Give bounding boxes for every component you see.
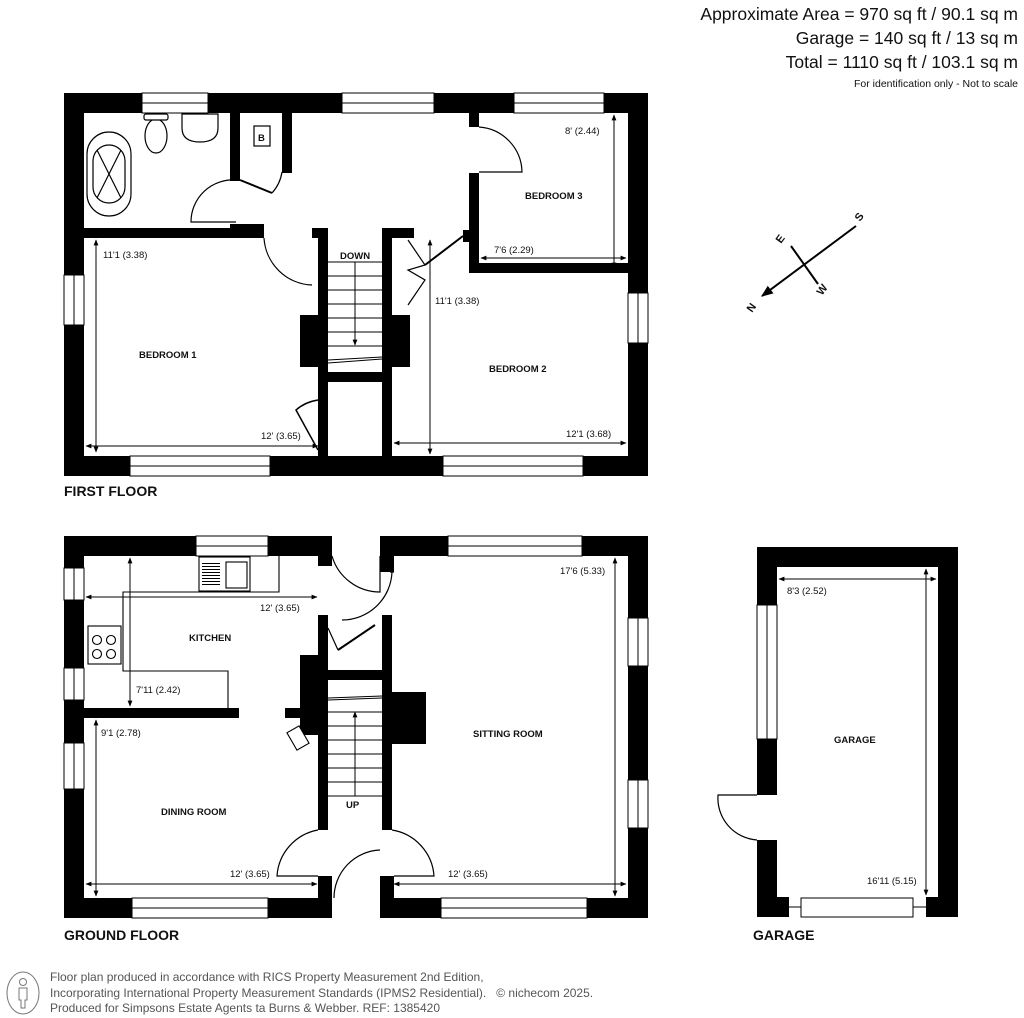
garage-plan: GARAGE 8'3 (2.52) 16'11 (5.15) GARAGE [717,547,958,943]
first-floor-windows [63,92,649,477]
first-floor-title: FIRST FLOOR [64,483,157,499]
ground-floor-plan: UP KITCHEN 12' (3.65) 7'11 (2.42) DINING… [63,535,649,943]
first-floor-doors [190,126,523,451]
footer-disclaimer: Floor plan produced in accordance with R… [50,970,593,1017]
boiler-label: B [258,133,265,144]
dining-dim-v: 9'1 (2.78) [101,728,141,739]
footer-line-1: Floor plan produced in accordance with R… [50,970,484,984]
garage-door-icon [800,897,914,918]
bedroom1-label: BEDROOM 1 [139,350,197,361]
sitting-dim-h: 12' (3.65) [448,869,488,880]
garage-side-door [717,794,758,841]
bathroom-fixtures [86,113,271,217]
drainer-lines [202,563,220,585]
compass-south: S [853,211,867,224]
bedroom2-dim-h: 12'1 (3.68) [566,429,611,440]
garage-title: GARAGE [753,927,814,943]
area-summary: Approximate Area = 970 sq ft / 90.1 sq m… [700,2,1018,92]
approximate-area: Approximate Area = 970 sq ft / 90.1 sq m [700,4,1018,24]
cooker-icon [87,625,122,665]
stairs-up [327,695,383,797]
stairs-down-label: DOWN [340,251,370,262]
garage-dim-v: 16'11 (5.15) [867,876,917,887]
stairs-down [327,261,383,364]
ground-floor-doors [276,555,435,899]
bedroom1-dim-v: 11'1 (3.38) [103,250,147,261]
toilet-icon [144,118,168,154]
ground-floor-title: GROUND FLOOR [64,927,179,943]
sitting-dim-v: 17'6 (5.33) [560,566,605,577]
bedroom3-dim-v: 8' (2.44) [565,126,600,137]
scale-disclaimer: For identification only - Not to scale [854,78,1018,90]
person-icon [6,971,40,1015]
bedroom2-dim-v: 11'1 (3.38) [435,296,479,307]
bedroom3-dim-h: 7'6 (2.29) [494,245,534,256]
bedroom1-dim-h: 12' (3.65) [261,431,301,442]
bedroom3-label: BEDROOM 3 [525,191,583,202]
garage-walls [757,547,958,917]
sink-icon [181,113,219,143]
footer-line-3: Produced for Simpsons Estate Agents ta B… [50,1001,440,1015]
footer-line-2: Incorporating International Property Mea… [50,985,487,1000]
dining-room-label: DINING ROOM [161,807,227,818]
copyright: © nichecom 2025. [496,985,594,1000]
boiler-box [253,125,271,147]
kitchen-dim-v: 7'11 (2.42) [136,685,180,696]
dining-dim-h: 12' (3.65) [230,869,270,880]
garage-windows [756,604,926,918]
bedroom2-label: BEDROOM 2 [489,364,547,375]
garage-dim-h: 8'3 (2.52) [787,586,827,597]
garage-label: GARAGE [834,735,876,746]
total-area: Total = 1110 sq ft / 103.1 sq m [785,52,1018,72]
compass-east: E [774,233,788,246]
compass-icon: S E W N [745,211,867,315]
compass-north: N [745,301,759,315]
stairs-up-label: UP [346,800,360,811]
kitchen-label: KITCHEN [189,633,231,644]
garage-area: Garage = 140 sq ft / 13 sq m [795,28,1018,48]
kitchen-fittings [87,556,310,751]
ground-floor-windows [63,535,649,919]
sitting-room-label: SITTING ROOM [473,729,543,740]
kitchen-dim-h: 12' (3.65) [260,603,300,614]
first-floor-plan: B DOWN [63,92,649,499]
